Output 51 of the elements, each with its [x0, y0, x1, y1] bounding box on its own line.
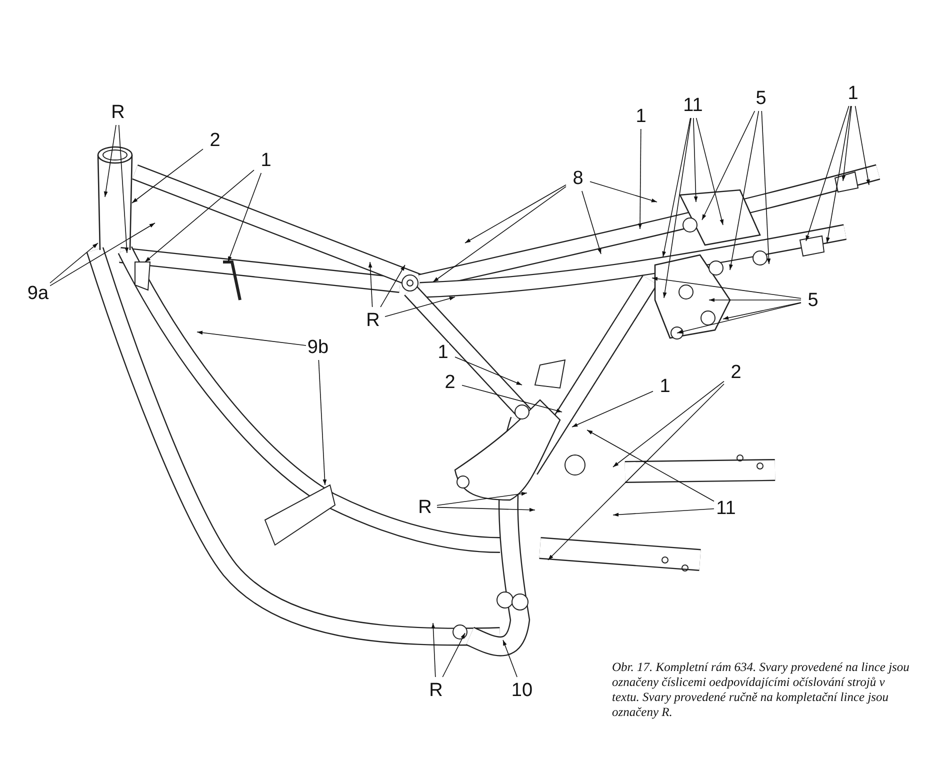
leader-line	[436, 506, 536, 512]
leader-line	[826, 106, 852, 244]
leader-line	[462, 384, 562, 412]
leader-line	[380, 264, 406, 308]
leader-line	[612, 508, 714, 517]
leader-line	[502, 640, 518, 678]
leader-line	[104, 124, 116, 198]
leader-line	[612, 380, 724, 468]
leader-line	[228, 172, 262, 262]
callout-number: 5	[806, 290, 820, 310]
callout-number: 9b	[306, 338, 330, 356]
leader-line	[761, 110, 771, 264]
leader-line	[676, 302, 802, 334]
leader-line	[662, 118, 692, 298]
leader-line	[696, 118, 724, 226]
leader-line	[708, 298, 802, 302]
leader-line	[318, 360, 327, 486]
leader-line	[854, 106, 870, 186]
leader-line	[586, 430, 714, 502]
leader-line	[118, 124, 129, 254]
leader-line	[368, 262, 373, 308]
callout-number: 8	[572, 168, 584, 188]
leader-line	[582, 190, 602, 254]
figure-caption: Obr. 17. Kompletní rám 634. Svary provedené na lince jsou označeny číslicemi oedpovídajícími očíslování strojů v textu. Svary provedené ručně na kompletační lince jsou označeny R.	[612, 660, 910, 720]
leader-line	[722, 302, 802, 320]
callout-number: 5	[754, 88, 768, 108]
leader-line	[806, 106, 850, 242]
leader-line	[50, 242, 98, 284]
leader-line	[548, 384, 724, 560]
leader-line	[652, 276, 802, 299]
leader-line	[729, 110, 760, 270]
leader-line	[842, 106, 852, 182]
leader-line	[50, 222, 156, 286]
leader-line	[196, 330, 306, 346]
leader-line	[384, 296, 456, 318]
leader-line	[590, 181, 658, 202]
leader-line	[662, 118, 691, 258]
leader-line	[638, 128, 642, 230]
leader-line	[442, 632, 466, 678]
callout-number: 9a	[26, 284, 50, 302]
leader-line	[132, 148, 204, 204]
leader-line	[464, 184, 566, 244]
leader-line	[436, 492, 528, 506]
leader-line	[693, 118, 698, 202]
leader-line	[144, 170, 254, 262]
leader-line	[431, 622, 436, 678]
leader-line	[432, 186, 566, 282]
leader-line	[572, 390, 654, 428]
leader-line	[702, 110, 756, 220]
leader-line	[454, 356, 522, 386]
callout-number: 10	[510, 680, 534, 700]
